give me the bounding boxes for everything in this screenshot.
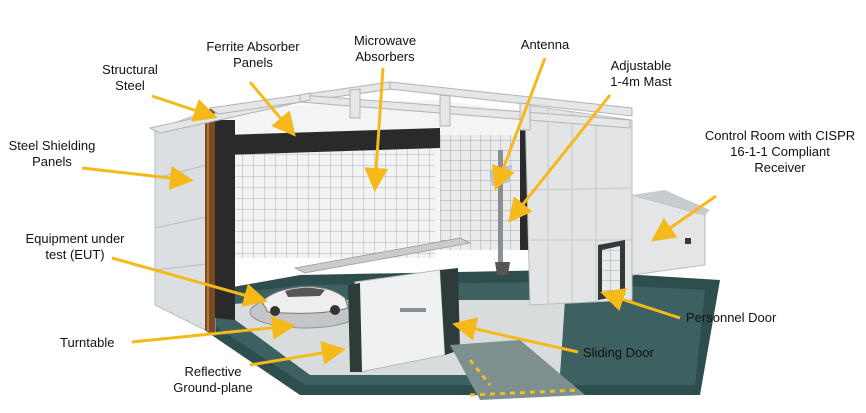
label-eut: Equipment under test (EUT) [25, 231, 124, 263]
leader-arrows [81, 57, 717, 367]
label-line: Antenna [520, 37, 570, 52]
label-line: 1-4m Mast [610, 74, 672, 89]
label-line: Ferrite Absorber [206, 39, 300, 54]
arrow-turntable [131, 315, 296, 344]
right-absorber-wall [440, 135, 520, 250]
arrow-ferrite-absorber [248, 81, 296, 137]
label-line: Steel [115, 78, 145, 93]
label-sliding-door: Sliding Door [583, 345, 654, 361]
label-line: Personnel Door [686, 310, 777, 325]
label-structural-steel: Structural Steel [102, 62, 158, 94]
label-steel-shielding: Steel Shielding Panels [9, 138, 96, 170]
label-line: Control Room with CISPR [704, 128, 856, 143]
arrow-antenna [492, 57, 547, 191]
label-line: Panels [32, 154, 72, 169]
label-microwave-absorbers: Microwave Absorbers [354, 33, 416, 65]
label-control-room: Control Room with CISPR 16-1-1 Compliant… [705, 128, 855, 176]
label-reflective-ground: Reflective Ground-plane [173, 364, 253, 396]
label-line: Adjustable [610, 58, 672, 73]
control-room [631, 190, 710, 276]
door-track [450, 340, 585, 400]
arrow-steel-shielding [81, 166, 194, 190]
label-personnel-door: Personnel Door [686, 310, 776, 326]
roof-steel [148, 81, 633, 134]
label-line: Panels [233, 55, 273, 70]
personnel-door [598, 240, 625, 300]
label-line: Turntable [60, 335, 115, 350]
label-line: Reflective [184, 364, 242, 379]
arrow-mast [508, 94, 612, 223]
label-line: Absorbers [355, 49, 415, 64]
label-line: Sliding Door [583, 345, 654, 360]
arrow-structural-steel [151, 94, 218, 122]
overhead-rail [293, 237, 472, 274]
label-line: Equipment under [25, 231, 125, 246]
label-line: test (EUT) [45, 247, 105, 262]
left-shield-wall [154, 107, 216, 336]
label-turntable: Turntable [60, 335, 114, 351]
arrow-control-room [651, 194, 717, 242]
label-mast: Adjustable 1-4m Mast [610, 58, 671, 90]
arrow-personnel-door [600, 288, 681, 320]
label-line: 16-1-1 Compliant [730, 144, 830, 159]
label-line: Microwave [353, 33, 417, 48]
arrow-reflective-ground [249, 341, 346, 367]
label-antenna: Antenna [521, 37, 569, 53]
label-line: Receiver [754, 160, 806, 175]
label-line: Ground-plane [173, 380, 253, 395]
arrow-eut [111, 256, 268, 307]
label-line: Steel Shielding [8, 138, 96, 153]
label-line: Structural [102, 62, 158, 77]
label-ferrite-absorber: Ferrite Absorber Panels [206, 39, 299, 71]
arrow-microwave-absorbers [364, 67, 389, 192]
arrow-sliding-door [452, 317, 579, 354]
